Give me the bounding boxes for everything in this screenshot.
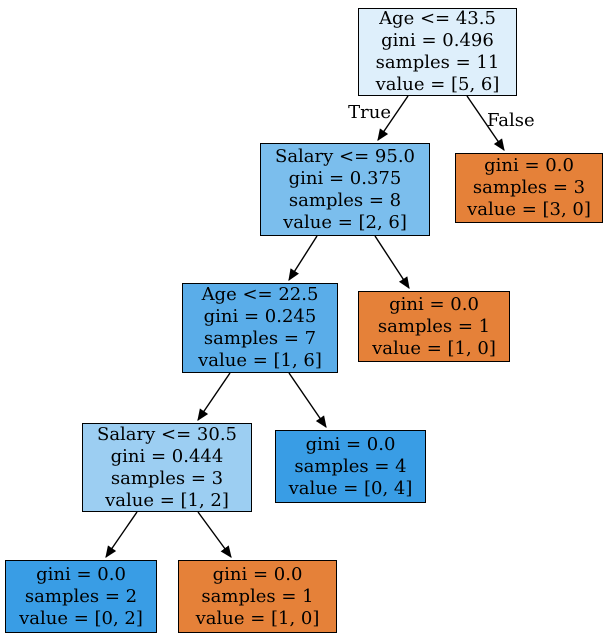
node-condition: Salary <= 30.5 [96, 423, 237, 445]
node-condition: Age <= 22.5 [201, 284, 319, 305]
node-samples: samples = 3 [472, 177, 586, 198]
node-value: value = [1, 0] [195, 607, 320, 629]
leaf-node-value-1-0-b: gini = 0.0 samples = 1 value = [1, 0] [178, 560, 337, 633]
node-condition: Age <= 43.5 [379, 8, 496, 29]
node-gini: gini = 0.496 [381, 30, 494, 51]
tree-node-salary-30: Salary <= 30.5 gini = 0.444 samples = 3 … [82, 423, 252, 512]
node-value: value = [1, 6] [198, 350, 322, 371]
edge-age225-to-leaf04 [288, 372, 327, 428]
leaf-node-value-0-4: gini = 0.0 samples = 4 value = [0, 4] [275, 430, 426, 503]
leaf-node-value-1-0: gini = 0.0 samples = 1 value = [1, 0] [358, 291, 510, 362]
leaf-node-value-0-2: gini = 0.0 samples = 2 value = [0, 2] [5, 560, 157, 633]
edge-label-true: True [348, 102, 391, 123]
node-gini: gini = 0.375 [288, 167, 402, 189]
node-samples: samples = 1 [377, 315, 491, 337]
node-gini: gini = 0.0 [212, 563, 303, 585]
edge-root-to-leaf30-false [466, 95, 505, 151]
node-samples: samples = 2 [24, 585, 138, 607]
node-gini: gini = 0.444 [110, 445, 224, 467]
node-value: value = [0, 2] [19, 607, 143, 629]
node-samples: samples = 1 [201, 585, 314, 607]
node-value: value = [2, 6] [283, 211, 407, 233]
edge-salary305-to-leaf10b [197, 511, 232, 558]
edge-salary95-to-age225 [288, 235, 318, 282]
node-samples: samples = 8 [288, 189, 402, 211]
tree-node-age-22: Age <= 22.5 gini = 0.245 samples = 7 val… [182, 283, 338, 373]
edge-salary95-to-leaf10 [374, 235, 410, 289]
node-value: value = [1, 0] [372, 337, 496, 359]
node-gini: gini = 0.0 [36, 563, 126, 585]
node-condition: Salary <= 95.0 [274, 145, 415, 167]
tree-node-root-age-43: Age <= 43.5 gini = 0.496 samples = 11 va… [358, 8, 517, 96]
edge-age225-to-salary305 [197, 372, 231, 421]
node-gini: gini = 0.0 [389, 293, 479, 315]
node-value: value = [3, 0] [467, 199, 591, 220]
node-samples: samples = 7 [203, 328, 317, 349]
node-gini: gini = 0.0 [305, 433, 396, 455]
edge-salary305-to-leaf02 [105, 511, 138, 558]
edge-label-false: False [487, 110, 535, 131]
edge-root-to-salary95-true [377, 95, 409, 141]
node-value: value = [5, 6] [375, 74, 500, 95]
node-samples: samples = 3 [110, 467, 224, 489]
node-value: value = [0, 4] [288, 477, 413, 499]
node-gini: gini = 0.245 [203, 306, 317, 327]
node-samples: samples = 4 [294, 455, 407, 477]
node-gini: gini = 0.0 [484, 155, 574, 176]
node-value: value = [1, 2] [105, 489, 229, 511]
leaf-node-value-3-0: gini = 0.0 samples = 3 value = [3, 0] [455, 153, 603, 223]
node-samples: samples = 11 [375, 52, 500, 73]
tree-node-salary-95: Salary <= 95.0 gini = 0.375 samples = 8 … [260, 143, 430, 236]
